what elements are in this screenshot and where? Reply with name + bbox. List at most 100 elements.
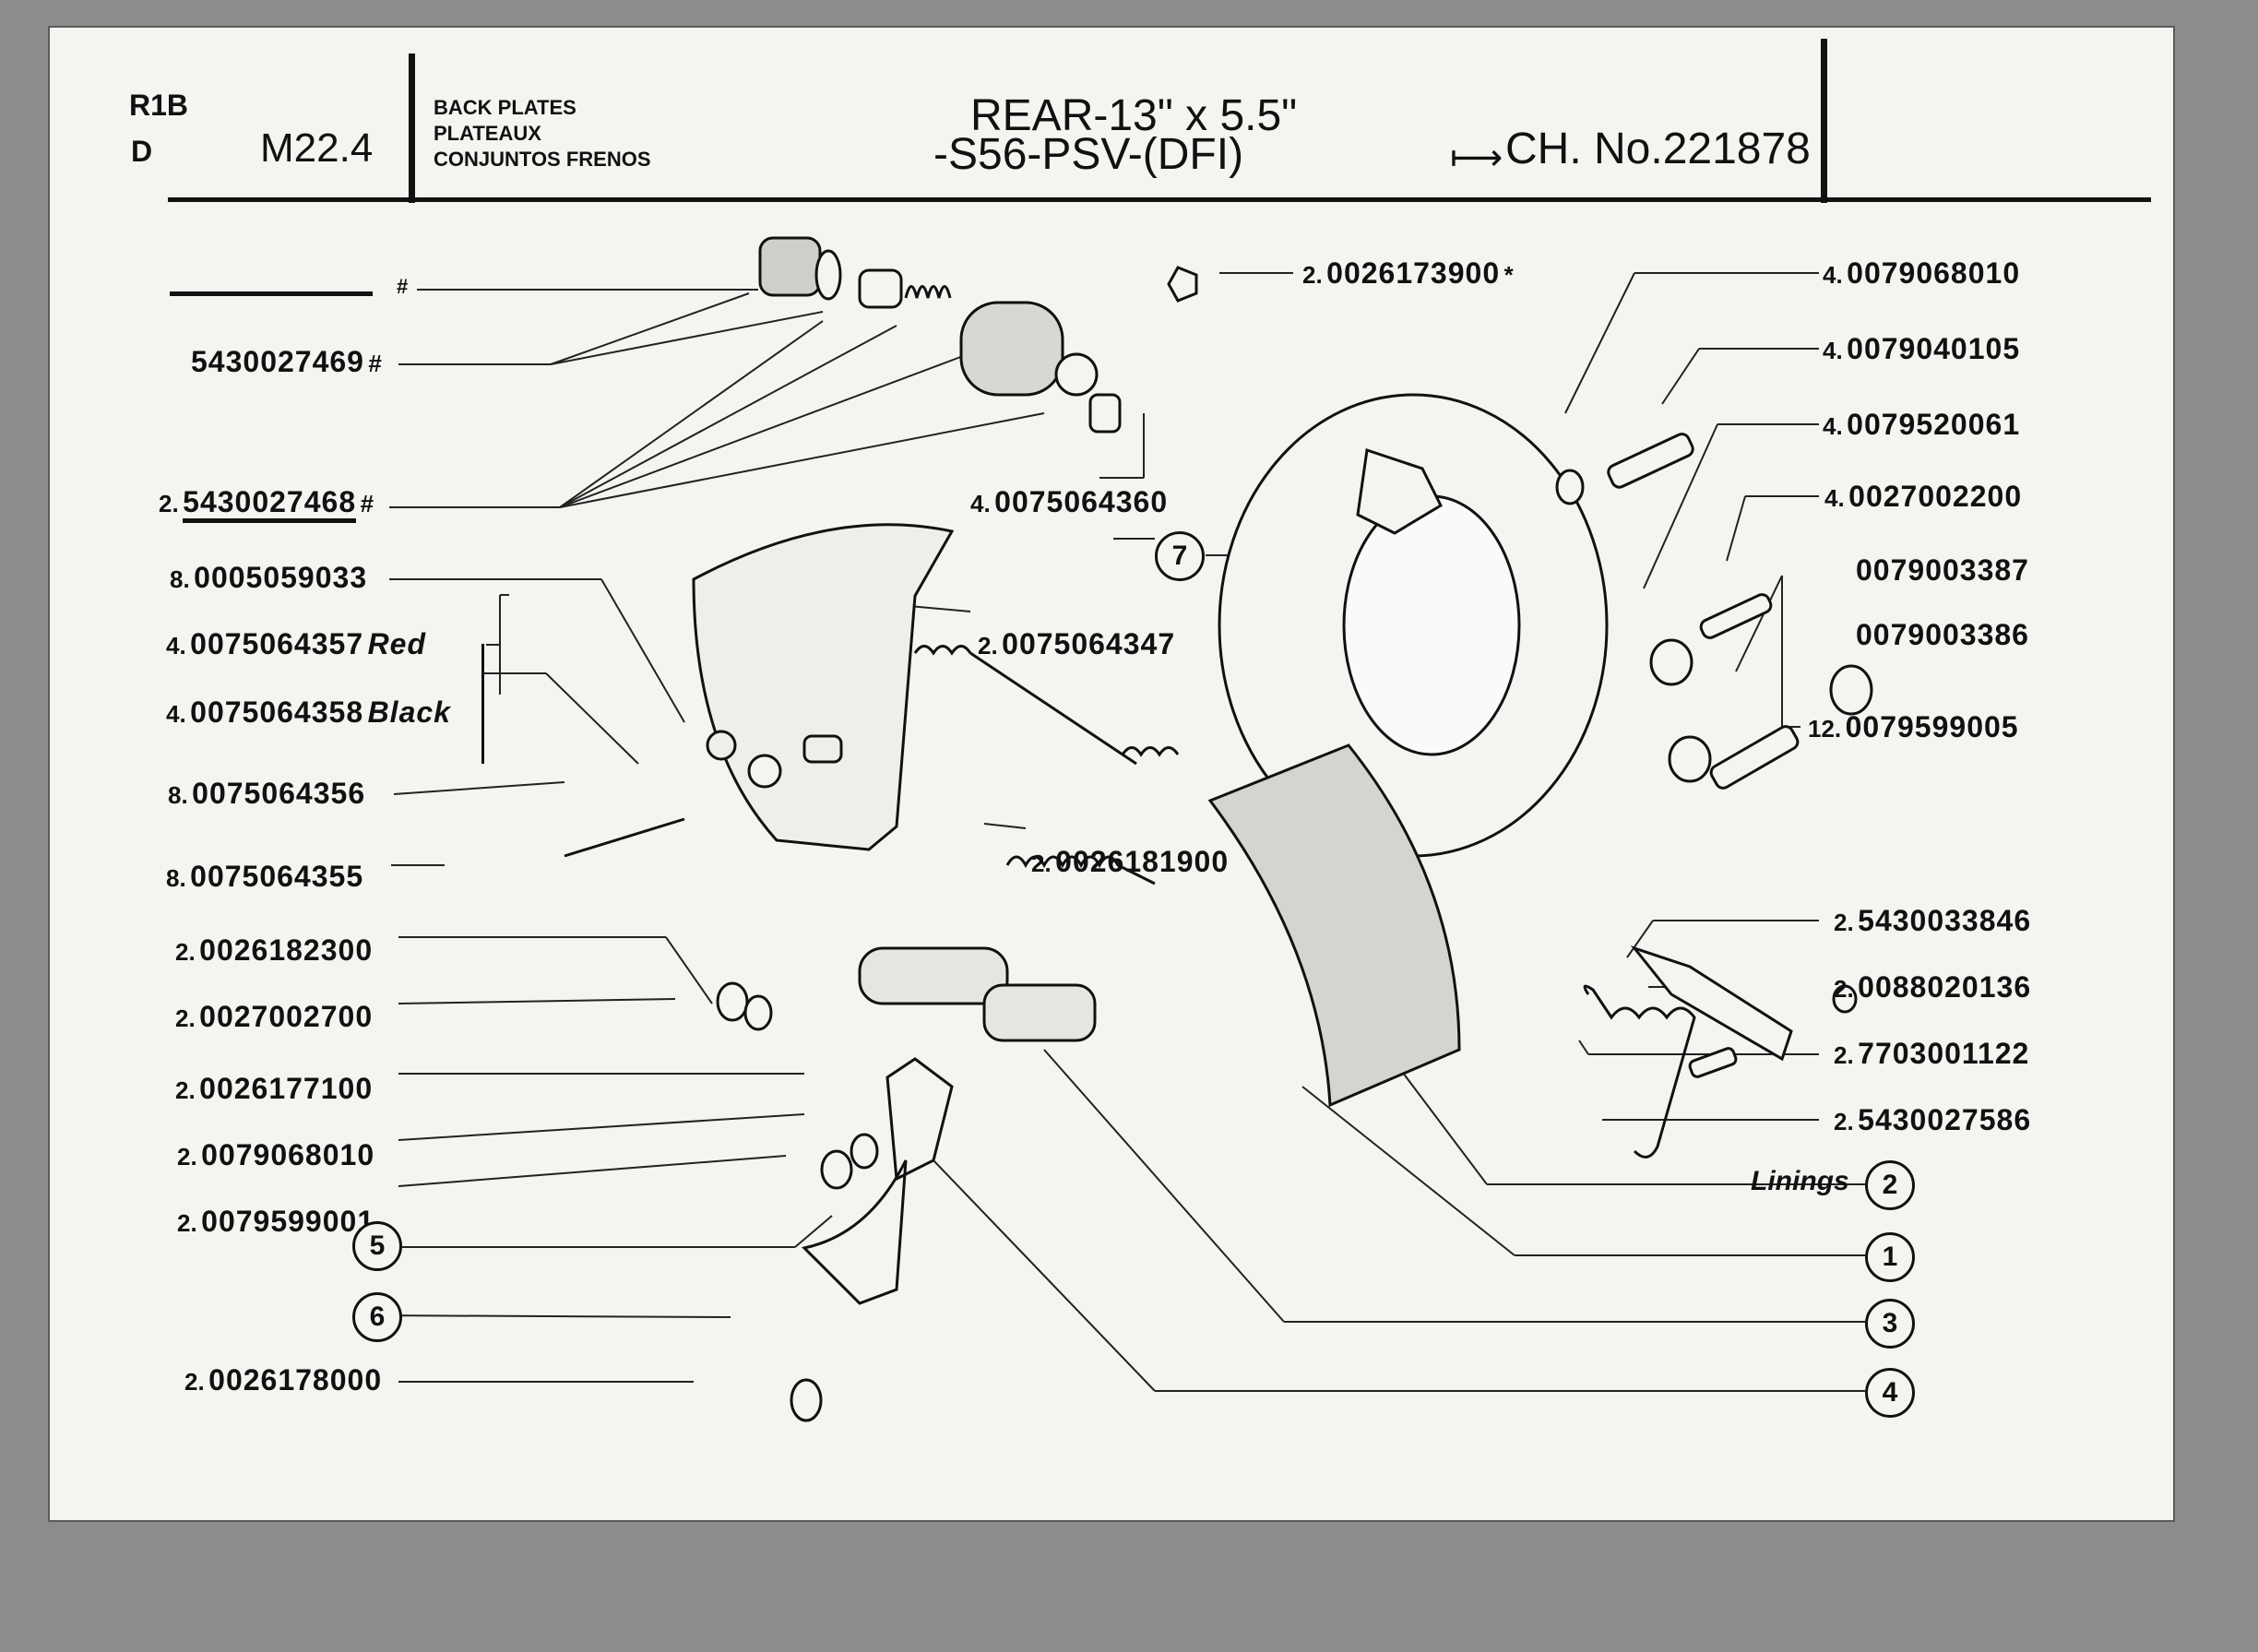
part-qty: 4. — [1823, 412, 1843, 440]
callout-2: 2 — [1865, 1160, 1915, 1210]
left-label-10: 2. 0026177100 — [175, 1072, 373, 1106]
part-qty: 4. — [970, 490, 991, 517]
part-code: 0027002700 — [199, 1000, 374, 1033]
part-code: 0079599005 — [1845, 710, 2019, 743]
part-qty: 2. — [177, 1143, 197, 1171]
part-code: 5430027586 — [1858, 1103, 2032, 1136]
part-code: 0079040105 — [1847, 332, 2021, 365]
part-name-es: CONJUNTOS FRENOS — [434, 148, 651, 171]
part-code: 5430033846 — [1858, 904, 2032, 937]
right-label-6: 12. 0079599005 — [1808, 710, 2019, 744]
right-label-3: 4. 0027002200 — [1824, 480, 2022, 514]
right-label-4: 0079003387 — [1856, 553, 2029, 588]
part-code: 0079003387 — [1856, 553, 2029, 587]
part-qty: 4. — [1824, 484, 1845, 512]
part-code: 0075064358 — [190, 695, 364, 729]
right-label-10: 2. 5430027586 — [1834, 1103, 2031, 1137]
part-code: 0079599001 — [201, 1205, 375, 1238]
right-label-2: 4. 0079520061 — [1823, 408, 2020, 442]
header-code-bottom: D — [131, 135, 153, 168]
callout-7: 7 — [1155, 531, 1205, 581]
catalog-sheet: R1B D M22.4 BACK PLATES PLATEAUX CONJUNT… — [48, 26, 2175, 1522]
left-label-9: 2. 0027002700 — [175, 1000, 373, 1034]
part-qty: 2. — [184, 1368, 205, 1396]
center-label-3: 2. 0026181900 — [1031, 845, 1229, 879]
part-qty: 2. — [978, 632, 998, 660]
left-label-13: 2. 0026178000 — [184, 1363, 382, 1397]
left-label-8: 2. 0026182300 — [175, 933, 373, 968]
part-note: Black — [367, 695, 451, 729]
part-code: 7703001122 — [1858, 1037, 2030, 1070]
title-line-1: REAR-13" x 5.5" — [970, 91, 1298, 140]
part-name-fr: PLATEAUX — [434, 122, 541, 145]
right-label-1: 4. 0079040105 — [1823, 332, 2020, 366]
part-qty: 2. — [1834, 975, 1854, 1003]
left-label-12: 2. 0079599001 — [177, 1205, 374, 1239]
right-label-9: 2. 7703001122 — [1834, 1037, 2029, 1071]
left-label-3: 8. 0005059033 — [170, 561, 367, 595]
part-qty: 4. — [166, 700, 186, 728]
left-label-1: 5430027469 # — [191, 345, 382, 379]
part-code: 0075064355 — [190, 860, 364, 893]
part-qty: 8. — [170, 565, 190, 593]
header-underline — [168, 197, 2151, 202]
title-line-2: -S56-PSV-(DFI) — [933, 130, 1244, 179]
callout-6: 6 — [352, 1292, 402, 1342]
part-code: 0075064357 — [190, 627, 364, 660]
left-label-7: 8. 0075064355 — [166, 860, 363, 894]
center-label-0: 2. 0026173900 * — [1302, 256, 1514, 291]
left-label-6: 8. 0075064356 — [168, 777, 365, 811]
part-mark: # — [368, 350, 382, 377]
callout-4: 4 — [1865, 1368, 1915, 1418]
header-divider-2 — [1821, 39, 1827, 203]
part-qty: 2. — [175, 938, 196, 966]
section-number: M22.4 — [260, 125, 374, 171]
part-code: 0079003386 — [1856, 618, 2029, 651]
right-label-8: 2. 0088020136 — [1834, 970, 2031, 1004]
part-mark: # — [360, 490, 374, 517]
left-label-4: 4. 0075064357 Red — [166, 627, 426, 661]
part-qty: 8. — [168, 781, 188, 809]
part-code: 5430027469 — [191, 345, 364, 378]
exploded-view-drawing — [365, 236, 1873, 1422]
chassis-arrow: ⟼ — [1450, 137, 1503, 178]
part-qty: 2. — [1302, 261, 1323, 289]
part-qty: 4. — [1823, 261, 1843, 289]
part-qty: 2. — [175, 1004, 196, 1032]
callout-5: 5 — [352, 1221, 402, 1271]
color-brace — [481, 644, 484, 764]
left-label-5: 4. 0075064358 Black — [166, 695, 451, 730]
part-code: 0075064347 — [1002, 627, 1176, 660]
part-qty: 2. — [175, 1076, 196, 1104]
part-qty: 2. — [1834, 1108, 1854, 1135]
part-mark: * — [1503, 261, 1514, 289]
chassis-number: CH. No.221878 — [1505, 125, 1811, 173]
part-name-en: BACK PLATES — [434, 96, 576, 119]
part-code: 0079520061 — [1847, 408, 2021, 441]
part-qty: 2. — [159, 490, 179, 517]
part-qty: 4. — [1823, 337, 1843, 364]
part-qty: 2. — [1834, 1041, 1854, 1069]
linings-label: Linings — [1751, 1166, 1849, 1196]
part-code: 0026182300 — [199, 933, 374, 967]
part-code: 0026178000 — [208, 1363, 383, 1396]
part-code: 0079068010 — [1847, 256, 2021, 290]
part-qty: 8. — [166, 864, 186, 892]
header-code-top: R1B — [129, 89, 189, 122]
part-code: 0079068010 — [201, 1138, 375, 1171]
part-qty: 2. — [177, 1209, 197, 1237]
part-qty: 2. — [1834, 909, 1854, 936]
left-label-mark-0: # — [397, 275, 410, 298]
part-qty: 12. — [1808, 715, 1842, 743]
part-code: 0075064356 — [192, 777, 366, 810]
part-code: 0075064360 — [994, 485, 1169, 518]
header-divider-1 — [409, 53, 415, 203]
center-label-2: 2. 0075064347 — [978, 627, 1175, 661]
part-note: Red — [367, 627, 427, 660]
left-label-2: 2. 5430027468 # — [159, 485, 374, 523]
part-code: 0027002200 — [1848, 480, 2023, 513]
left-label-11: 2. 0079068010 — [177, 1138, 374, 1172]
part-code: 0026177100 — [199, 1072, 374, 1105]
callout-1: 1 — [1865, 1232, 1915, 1282]
part-code: 0026173900 — [1326, 256, 1501, 290]
